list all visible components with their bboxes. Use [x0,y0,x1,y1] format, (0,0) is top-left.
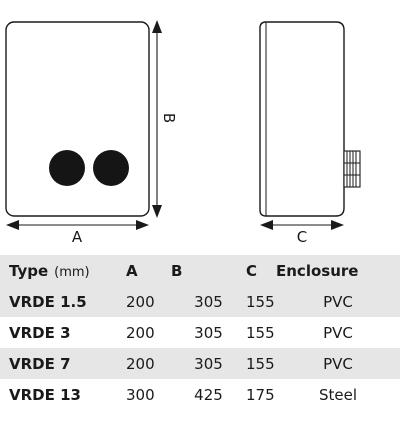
cell-b: 305 [194,323,223,342]
dimension-b [152,20,162,218]
specification-table: Type(mm) A B C Enclosure VRDE 1.5 200 30… [0,255,400,410]
cell-b: 305 [194,292,223,311]
table-row: VRDE 13 300 425 175 Steel [0,379,400,410]
cell-a: 300 [126,385,155,404]
cell-c: 155 [246,292,275,311]
side-enclosure-outline [259,21,345,217]
cell-c: 155 [246,323,275,342]
front-view [5,21,150,217]
cell-c: 155 [246,354,275,373]
header-a: A [126,261,138,280]
header-enclosure: Enclosure [276,261,359,280]
front-enclosure-outline [5,21,150,217]
cell-enclosure: Steel [318,385,358,404]
cell-a: 200 [126,323,155,342]
dimension-c-label: C [297,228,307,246]
cable-gland-left [49,150,85,186]
cell-b: 425 [194,385,223,404]
cell-enclosure: PVC [323,292,353,311]
cell-type: VRDE 7 [9,354,71,373]
table-row: VRDE 3 200 305 155 PVC [0,317,400,348]
table-header-row: Type(mm) A B C Enclosure [0,255,400,286]
dimension-a [6,220,149,230]
side-cable-gland [343,150,361,188]
cell-b: 305 [194,354,223,373]
cell-type: VRDE 3 [9,323,71,342]
cell-c: 175 [246,385,275,404]
header-type: Type(mm) [9,261,90,280]
dimension-b-label: B [160,113,178,123]
header-b: B [171,261,183,280]
cell-type: VRDE 1.5 [9,292,87,311]
side-view [259,21,361,217]
dimension-c [260,220,344,230]
table-row: VRDE 7 200 305 155 PVC [0,348,400,379]
table-row: VRDE 1.5 200 305 155 PVC [0,286,400,317]
cell-type: VRDE 13 [9,385,81,404]
cell-enclosure: PVC [323,323,353,342]
cable-gland-right [93,150,129,186]
cell-enclosure: PVC [323,354,353,373]
technical-drawing: B A C [5,20,361,246]
cell-a: 200 [126,292,155,311]
dimension-a-label: A [72,228,83,246]
cell-a: 200 [126,354,155,373]
header-c: C [246,261,258,280]
header-unit: (mm) [54,264,90,280]
